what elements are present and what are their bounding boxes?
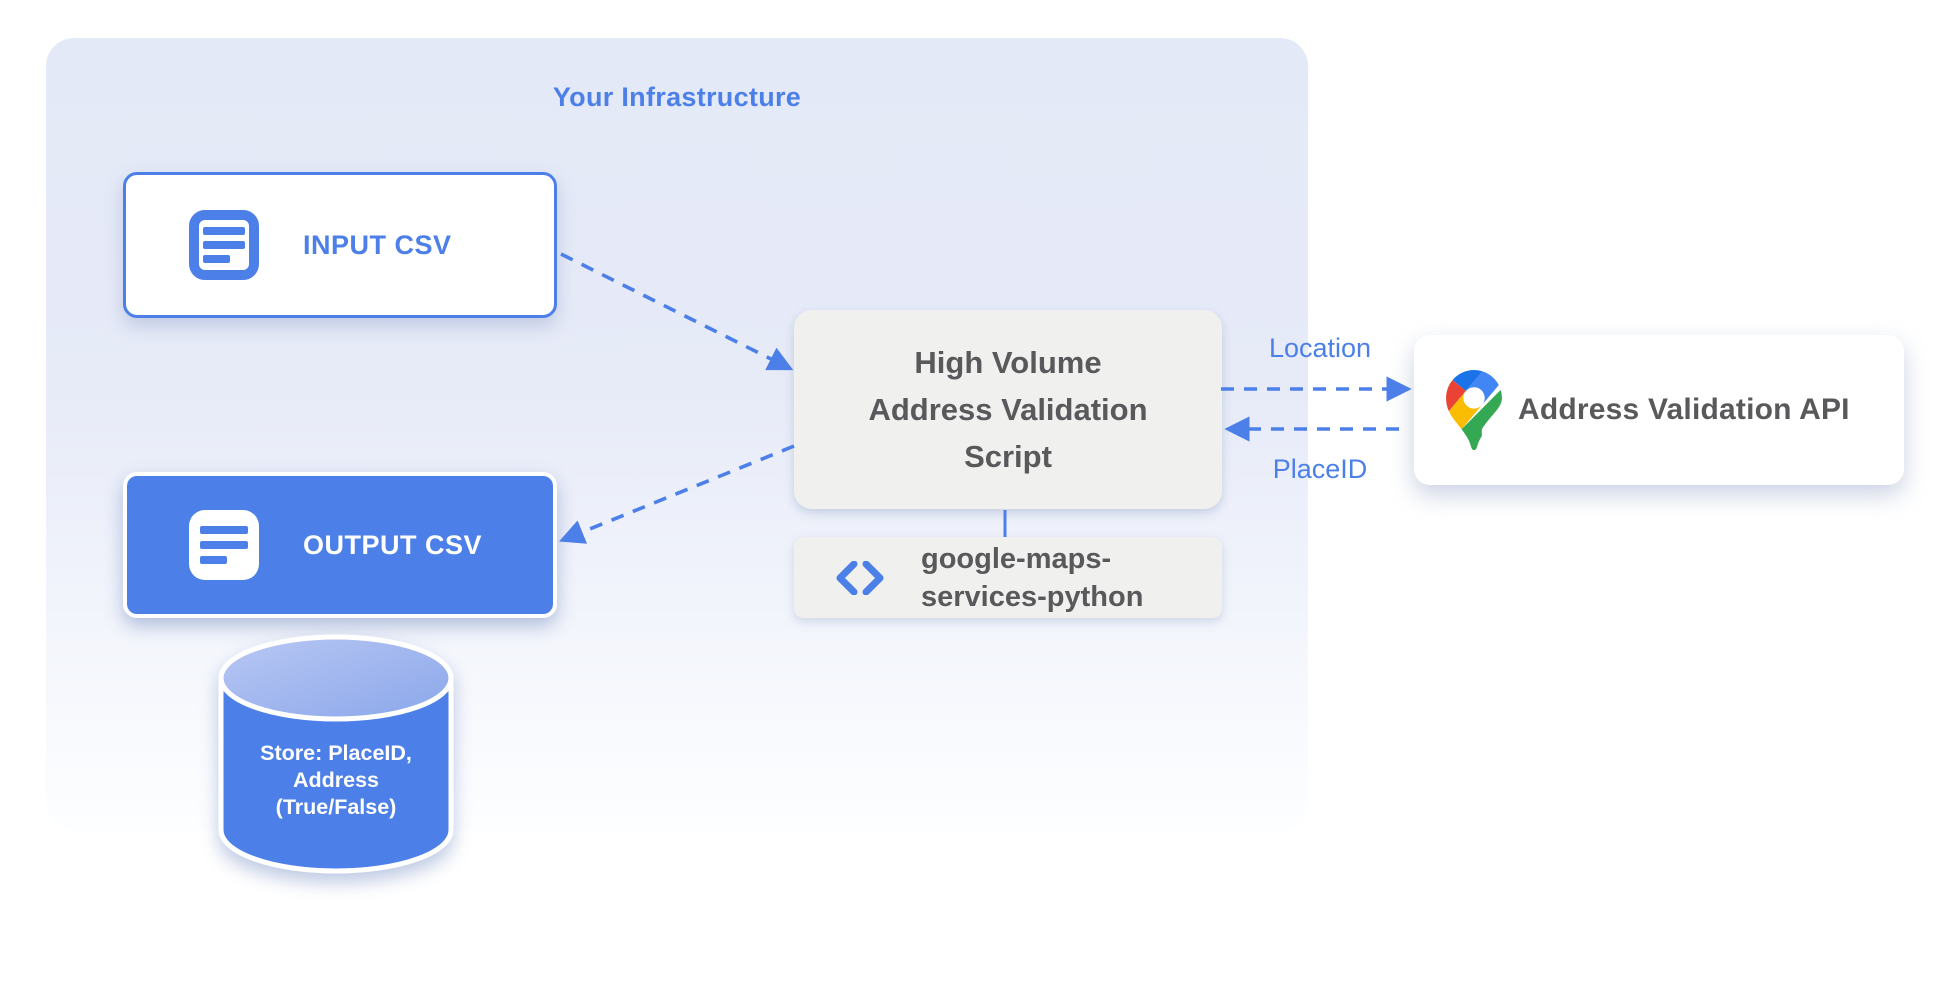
script-label-line: Address Validation (868, 392, 1148, 427)
library-label: google-maps- services-python (921, 542, 1144, 613)
script-label-line: High Volume (914, 345, 1102, 380)
input-csv-node: INPUT CSV (123, 172, 557, 318)
code-icon (836, 561, 884, 595)
infrastructure-title: Your Infrastructure (552, 82, 802, 112)
api-node: Address Validation API (1414, 335, 1904, 485)
script-label-line: Script (964, 439, 1052, 474)
google-maps-pin-icon (1446, 370, 1502, 450)
script-node: High Volume Address Validation Script (794, 310, 1222, 509)
document-icon (189, 510, 259, 580)
api-label: Address Validation API (1518, 393, 1850, 426)
input-csv-label: INPUT CSV (303, 229, 452, 260)
output-csv-label: OUTPUT CSV (303, 529, 483, 560)
edge-label-placeid: PlaceID (1272, 454, 1368, 484)
document-icon (189, 210, 259, 280)
library-node: google-maps- services-python (794, 537, 1222, 618)
output-csv-node: OUTPUT CSV (123, 472, 557, 618)
datastore-label: Store: PlaceID, Address (True/False) (260, 741, 412, 819)
edge-label-location: Location (1268, 333, 1372, 363)
database-cylinder-icon (218, 634, 454, 874)
